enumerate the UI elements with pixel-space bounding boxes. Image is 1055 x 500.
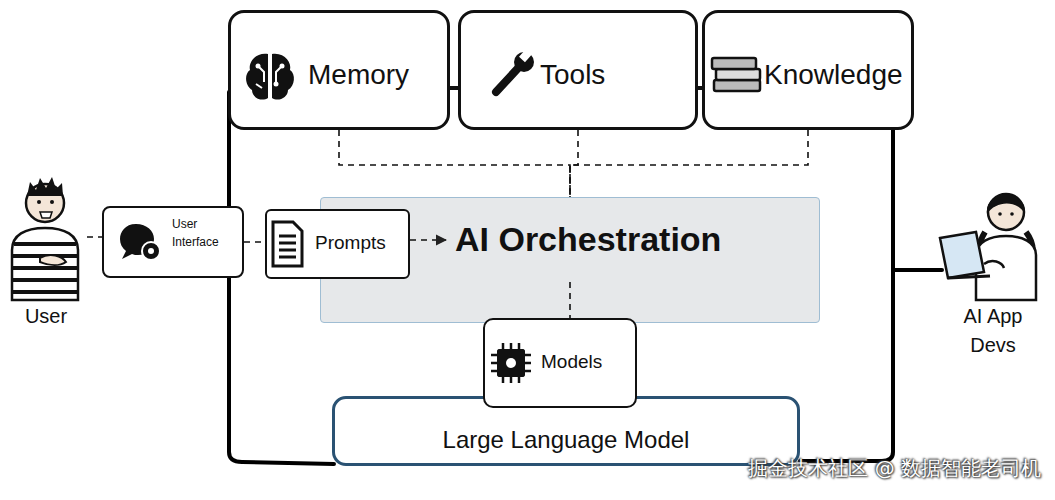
dev-eye: [1010, 212, 1014, 216]
brain-icon: [246, 54, 294, 100]
solid-connector: [698, 86, 702, 90]
user-eye: [50, 200, 54, 204]
wrench-notch: [519, 48, 533, 62]
tools-box: Tools: [458, 10, 698, 130]
node-label: Knowledge: [764, 58, 914, 92]
gear: [142, 242, 160, 260]
text-block: Prompts: [315, 231, 407, 254]
text-block: Knowledge: [764, 58, 914, 92]
user-shirt: [12, 228, 78, 300]
book: [716, 69, 760, 80]
node-label: User: [5, 304, 87, 328]
chat-bubble: [120, 224, 154, 259]
gear-hole: [148, 248, 154, 254]
brain-circuit: [256, 66, 282, 88]
chip-dot: [506, 358, 516, 368]
wrench-icon: [496, 48, 534, 92]
dashed-connector: [339, 130, 570, 197]
chat-gear-icon: [120, 224, 160, 260]
text-block: AI Orchestration: [455, 219, 785, 259]
brain-node: [274, 82, 279, 87]
wrench-handle: [496, 66, 520, 92]
text-block: User: [5, 304, 87, 328]
text-block: Large Language Model: [335, 426, 797, 454]
brain-node: [280, 64, 285, 69]
text-block: AI App Devs: [953, 302, 1033, 360]
node-label: Prompts: [315, 231, 407, 254]
prompts-box: Prompts: [265, 209, 410, 279]
dev-body: [976, 236, 1036, 300]
brain-lobe: [246, 54, 268, 100]
user-actor: User: [5, 172, 87, 332]
knowledge-box: Knowledge: [702, 10, 914, 130]
chip-icon: [491, 343, 531, 383]
laptop-base: [948, 276, 990, 278]
dashed-arrow: [410, 239, 446, 241]
node-label: Models: [541, 350, 633, 373]
text-block: Tools: [540, 58, 690, 92]
node-label: Memory: [308, 58, 448, 92]
developer-actor: AI App Devs: [935, 180, 1051, 365]
node-label: AI Orchestration: [455, 219, 785, 259]
dashed-connector: [87, 236, 102, 238]
document-sheet: [273, 222, 302, 266]
text-block: Memory: [308, 58, 448, 92]
laptop-screen: [940, 232, 984, 278]
book: [714, 80, 760, 91]
user-mouth: [40, 212, 52, 218]
node-label: User Interface: [172, 215, 234, 251]
solid-connector: [450, 86, 458, 90]
models-box: Models: [483, 318, 637, 408]
node-label: AI App Devs: [953, 302, 1033, 360]
dashed-connector: [244, 241, 265, 243]
book: [712, 58, 756, 69]
dashed-connector: [570, 130, 808, 197]
user-head: [26, 184, 64, 222]
developer-figure: [940, 194, 1036, 300]
document-lines: [279, 236, 296, 257]
dev-head: [988, 194, 1024, 230]
chip-body: [497, 349, 525, 377]
wrench-head: [514, 52, 534, 72]
dev-arm: [984, 261, 1004, 268]
interface-box: User Interface: [102, 206, 244, 278]
dashed-connector: [570, 130, 578, 197]
user-figure: [12, 177, 78, 300]
document-icon: [273, 222, 302, 266]
dev-hair-long: [979, 232, 1033, 256]
chip-body: [497, 349, 525, 377]
dev-wire: [893, 268, 942, 272]
text-block: User Interface: [172, 215, 234, 251]
user-hair: [27, 177, 63, 196]
dev-eye: [998, 212, 1002, 216]
dashed-connector: [569, 282, 571, 318]
chip-pins: [491, 343, 531, 383]
books-icon: [712, 58, 760, 91]
text-block: Models: [541, 350, 633, 373]
node-label: Tools: [540, 58, 690, 92]
memory-box: Memory: [228, 10, 450, 130]
node-label: Large Language Model: [335, 426, 797, 454]
shirt-stripes: [12, 244, 78, 292]
user-hand: [40, 255, 66, 265]
dev-hair: [987, 194, 1025, 214]
user-eye: [37, 200, 41, 204]
brain-node: [256, 64, 261, 69]
brain-lobe: [272, 54, 294, 100]
